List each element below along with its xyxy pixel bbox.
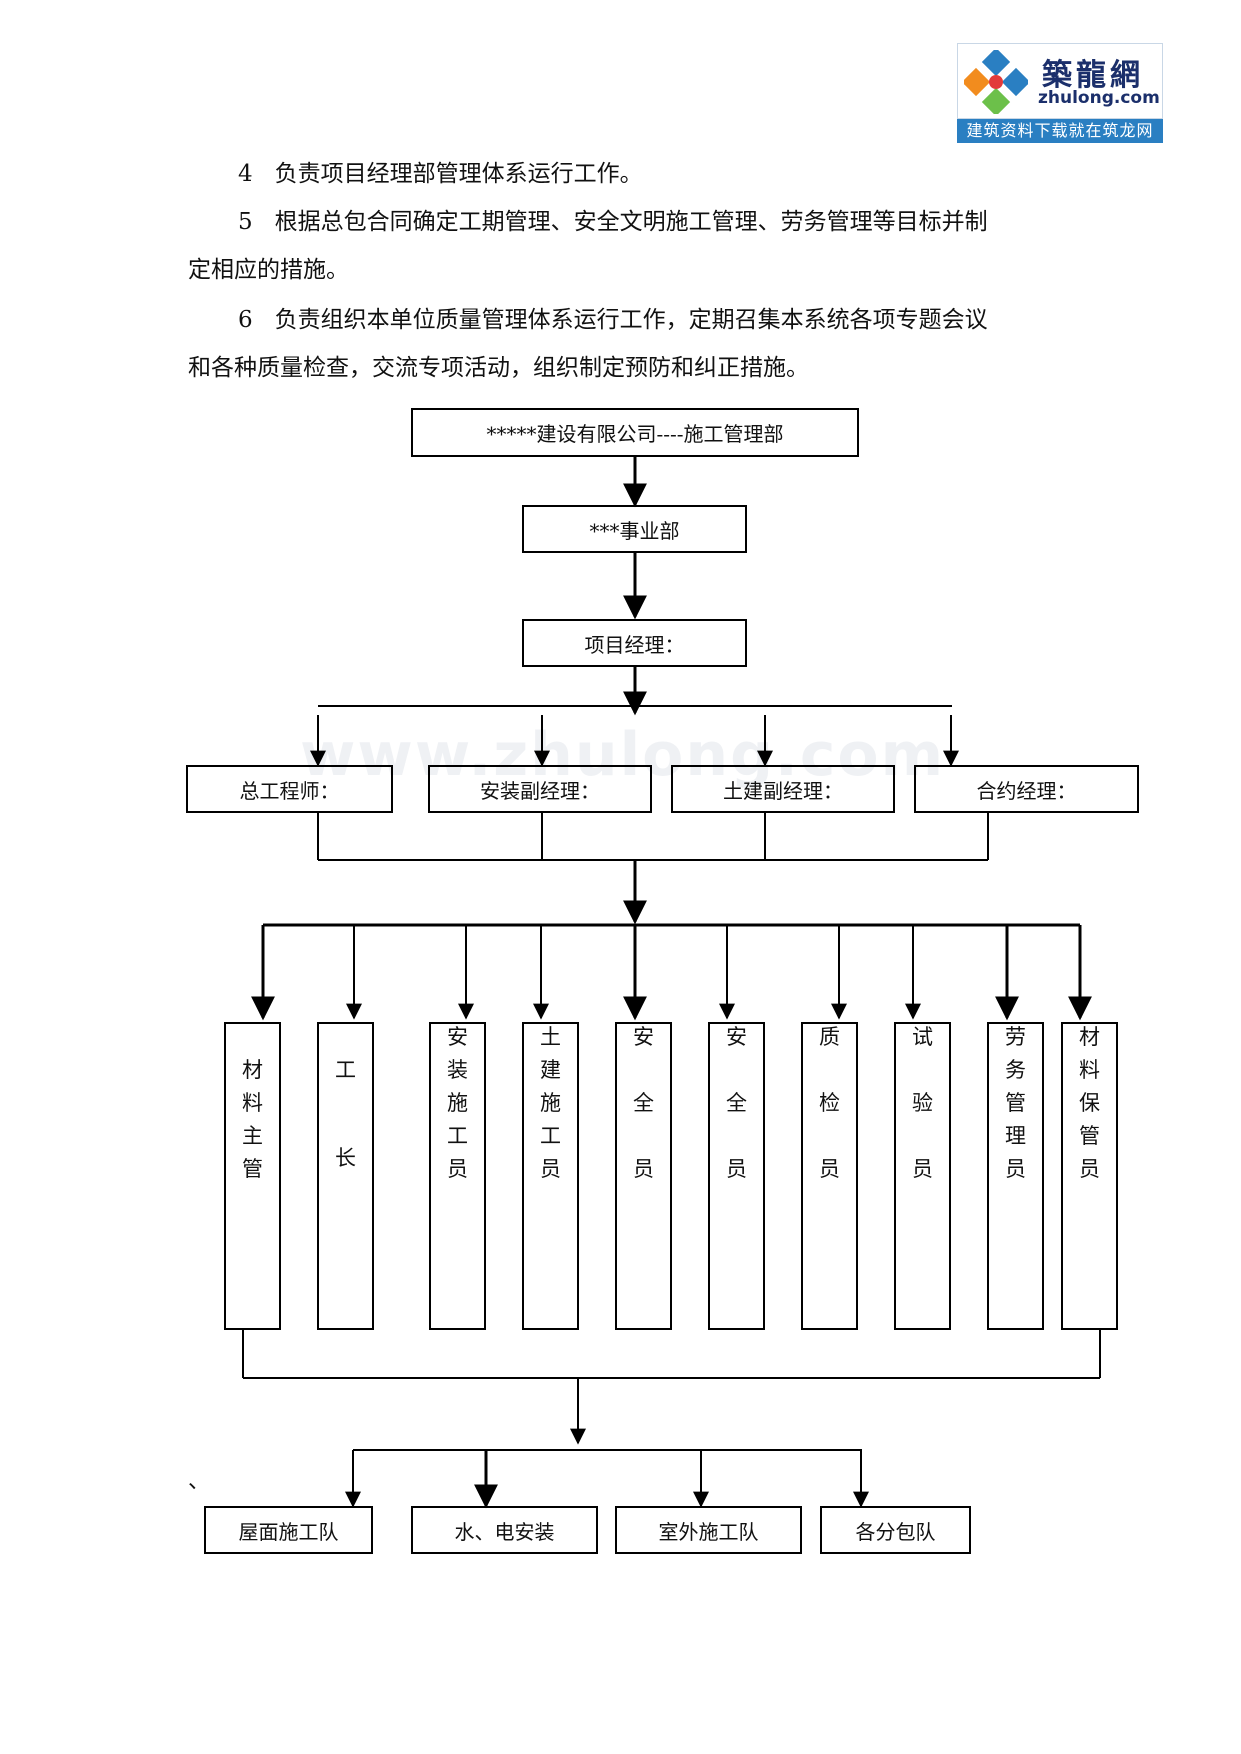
zhulong-logo: 築龍網 zhulong.com 建筑资料下载就在筑龙网 xyxy=(957,43,1163,143)
roofing-team-box: 屋面施工队 xyxy=(204,1506,373,1554)
staff-label-char: 质 xyxy=(819,1025,840,1049)
logo-domain: zhulong.com xyxy=(1038,88,1160,108)
staff-label: 安装施工员 xyxy=(431,1021,484,1186)
chief-engineer-box: 总工程师： xyxy=(186,765,393,813)
staff-label-char: 安 xyxy=(726,1025,747,1049)
staff-box: 质检员 xyxy=(801,1022,858,1330)
paragraph-number: 5 xyxy=(238,209,253,235)
staff-label: 工长 xyxy=(319,1054,372,1175)
staff-label-char: 工 xyxy=(447,1124,468,1148)
staff-label-char: 土 xyxy=(540,1025,561,1049)
staff-label: 土建施工员 xyxy=(524,1021,577,1186)
staff-label-char: 安 xyxy=(633,1025,654,1049)
paragraph-5: 5 根据总包合同确定工期管理、安全文明施工管理、劳务管理等目标并制 xyxy=(238,208,988,236)
staff-label-char: 全 xyxy=(726,1091,747,1115)
paragraph-5-continuation: 定相应的措施。 xyxy=(188,257,349,283)
stray-mark: 、 xyxy=(188,1469,211,1494)
outdoor-construction-team-box: 室外施工队 xyxy=(615,1506,802,1554)
paragraph-6: 6 负责组织本单位质量管理体系运行工作，定期召集本系统各项专题会议 xyxy=(238,306,988,334)
staff-label-char: 工 xyxy=(540,1124,561,1148)
staff-label-char: 员 xyxy=(726,1157,747,1181)
subcontractor-teams-box: 各分包队 xyxy=(820,1506,971,1554)
water-electric-installation-box: 水、电安装 xyxy=(411,1506,598,1554)
company-box: *****建设有限公司----施工管理部 xyxy=(411,408,859,457)
paragraph-text: 负责组织本单位质量管理体系运行工作，定期召集本系统各项专题会议 xyxy=(274,307,988,333)
logo-panel: 築龍網 zhulong.com xyxy=(957,43,1163,119)
staff-box: 试验员 xyxy=(894,1022,951,1330)
watermark-text: www.zhulong.com xyxy=(300,720,946,790)
staff-label-char: 工 xyxy=(335,1058,356,1082)
paragraph-number: 4 xyxy=(238,161,253,187)
staff-box: 安全员 xyxy=(615,1022,672,1330)
staff-label-char: 建 xyxy=(540,1058,561,1082)
staff-label-char: 员 xyxy=(912,1157,933,1181)
staff-label-char: 安 xyxy=(447,1025,468,1049)
division-box: ***事业部 xyxy=(522,505,747,553)
staff-label-char: 施 xyxy=(447,1091,468,1115)
staff-label-char: 保 xyxy=(1079,1091,1100,1115)
staff-label-char: 员 xyxy=(1005,1157,1026,1181)
staff-label-char: 务 xyxy=(1005,1058,1026,1082)
staff-box: 劳务管理员 xyxy=(987,1022,1044,1330)
staff-label-char: 材 xyxy=(1079,1025,1100,1049)
staff-label-char: 全 xyxy=(633,1091,654,1115)
paragraph-6-continuation: 和各种质量检查，交流专项活动，组织制定预防和纠正措施。 xyxy=(188,355,809,381)
staff-box: 土建施工员 xyxy=(522,1022,579,1330)
civil-deputy-manager-box: 土建副经理： xyxy=(671,765,895,813)
staff-label-char: 员 xyxy=(540,1157,561,1181)
staff-label-char: 劳 xyxy=(1005,1025,1026,1049)
paragraph-text: 负责项目经理部管理体系运行工作。 xyxy=(274,161,643,187)
paragraph-number: 6 xyxy=(238,307,253,333)
staff-label-char: 检 xyxy=(819,1091,840,1115)
staff-label-char: 管 xyxy=(242,1157,263,1181)
staff-box: 工长 xyxy=(317,1022,374,1330)
staff-label-char: 材 xyxy=(242,1058,263,1082)
staff-label: 试验员 xyxy=(896,1021,949,1186)
staff-label: 劳务管理员 xyxy=(989,1021,1042,1186)
staff-label-char: 管 xyxy=(1079,1124,1100,1148)
staff-label-char: 施 xyxy=(540,1091,561,1115)
staff-label-char: 理 xyxy=(1005,1124,1026,1148)
staff-label-char: 试 xyxy=(912,1025,933,1049)
staff-label-char: 长 xyxy=(335,1146,356,1170)
staff-label-char: 主 xyxy=(242,1124,263,1148)
staff-label: 材料主管 xyxy=(226,1054,279,1186)
staff-box: 安全员 xyxy=(708,1022,765,1330)
paragraph-text: 根据总包合同确定工期管理、安全文明施工管理、劳务管理等目标并制 xyxy=(274,209,988,235)
contract-manager-box: 合约经理： xyxy=(914,765,1139,813)
logo-tagline: 建筑资料下载就在筑龙网 xyxy=(957,119,1163,143)
staff-label-char: 员 xyxy=(447,1157,468,1181)
staff-label-char: 管 xyxy=(1005,1091,1026,1115)
logo-name: 築龍網 xyxy=(1042,58,1144,93)
staff-label-char: 员 xyxy=(1079,1157,1100,1181)
staff-label-char: 验 xyxy=(912,1091,933,1115)
staff-box: 材料保管员 xyxy=(1061,1022,1118,1330)
staff-box: 安装施工员 xyxy=(429,1022,486,1330)
staff-label-char: 料 xyxy=(242,1091,263,1115)
staff-label-char: 料 xyxy=(1079,1058,1100,1082)
project-manager-box: 项目经理： xyxy=(522,619,747,667)
paragraph-4: 4 负责项目经理部管理体系运行工作。 xyxy=(238,160,643,188)
staff-label: 材料保管员 xyxy=(1063,1021,1116,1186)
logo-emblem-icon xyxy=(964,50,1028,114)
staff-label-char: 装 xyxy=(447,1058,468,1082)
staff-label-char: 员 xyxy=(633,1157,654,1181)
installation-deputy-manager-box: 安装副经理： xyxy=(428,765,652,813)
staff-label-char: 员 xyxy=(819,1157,840,1181)
staff-label: 安全员 xyxy=(617,1021,670,1186)
staff-box: 材料主管 xyxy=(224,1022,281,1330)
staff-label: 安全员 xyxy=(710,1021,763,1186)
staff-label: 质检员 xyxy=(803,1021,856,1186)
